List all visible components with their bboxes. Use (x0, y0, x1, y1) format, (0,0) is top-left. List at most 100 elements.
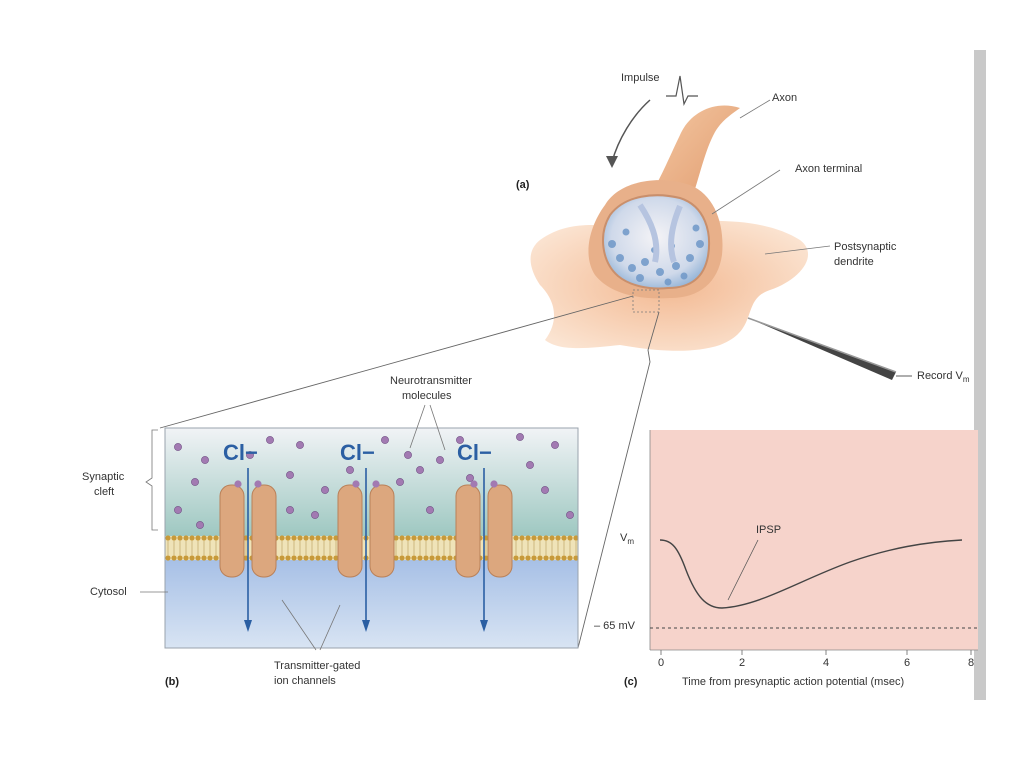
terminal-leader (711, 169, 781, 215)
ion-channel-3 (455, 468, 513, 632)
ion-flow-arrowhead (480, 620, 488, 632)
terminal-organelle-2 (668, 204, 683, 263)
baseline-label: – 65 mV (594, 620, 635, 632)
lipid-head (405, 555, 411, 561)
neurotransmitter-molecule (296, 441, 304, 449)
neurotransmitter-molecule (321, 486, 329, 494)
lipid-head (201, 535, 207, 541)
lipid-head (183, 555, 189, 561)
graph-background (650, 430, 978, 650)
cytosol-label: Cytosol (90, 586, 127, 598)
impulse-label: Impulse (621, 72, 660, 84)
x-tick-4: 4 (822, 657, 830, 669)
lipid-head (435, 555, 441, 561)
lipid-head (423, 555, 429, 561)
neurotransmitter-molecule (551, 441, 559, 449)
impulse-spike-icon (666, 75, 698, 106)
neurotransmitter-molecule (196, 521, 204, 529)
synaptic-cleft-label-line2: cleft (94, 486, 115, 498)
ion-flow-arrowhead (362, 620, 370, 632)
lipid-head (327, 555, 333, 561)
impulse-arrow (611, 99, 651, 163)
ion-channels (219, 468, 513, 632)
lipid-head (177, 555, 183, 561)
x-tick-2: 2 (738, 657, 746, 669)
lipid-head (549, 555, 555, 561)
panel-a-illustration (530, 75, 912, 380)
lipid-head (447, 555, 453, 561)
lipid-head (447, 535, 453, 541)
ion-channel-2 (337, 468, 395, 632)
lipid-head (549, 535, 555, 541)
lipid-head (429, 535, 435, 541)
lipid-head (537, 535, 543, 541)
lipid-head (411, 555, 417, 561)
bound-transmitter (490, 480, 498, 488)
lipid-head (279, 555, 285, 561)
x-axis-label: Time from presynaptic action potential (… (682, 676, 905, 688)
lipid-head (573, 555, 579, 561)
neurotransmitter-molecule (246, 451, 254, 459)
lipid-head (285, 535, 291, 541)
lipid-head (207, 535, 213, 541)
impulse-arrowhead (606, 156, 618, 168)
chloride-ion-label-2: Cl− (340, 440, 375, 465)
neurotransmitter-molecule (201, 456, 209, 464)
lipid-head (315, 555, 321, 561)
neurotransmitter-molecule (404, 451, 412, 459)
neurotransmitter-molecule (516, 433, 524, 441)
lipid-head (525, 555, 531, 561)
lipid-head (441, 535, 447, 541)
channel-subunit-right (369, 484, 395, 578)
lipid-head (291, 555, 297, 561)
lipid-head (189, 535, 195, 541)
ion-flow-arrowhead (244, 620, 252, 632)
lipid-head (327, 535, 333, 541)
channel-subunit-left (219, 484, 245, 578)
lipid-head (441, 555, 447, 561)
lipid-head (165, 555, 171, 561)
lipid-head (195, 555, 201, 561)
lipid-head (543, 555, 549, 561)
neurotransmitter-molecule (566, 511, 574, 519)
record-label: Record Vm (917, 370, 970, 385)
neurotransmitter-molecule (286, 471, 294, 479)
lipid-head (411, 535, 417, 541)
lipid-head (207, 555, 213, 561)
neurotransmitter-molecule (541, 486, 549, 494)
chloride-ion-label-1: Cl− (223, 440, 258, 465)
x-tick-0: 0 (657, 657, 665, 669)
lipid-head (393, 555, 399, 561)
panel-a-tag: (a) (516, 179, 530, 191)
bound-transmitter (372, 480, 380, 488)
neurotransmitter-molecule (266, 436, 274, 444)
postsynaptic-label-line1: Postsynaptic (834, 241, 897, 253)
lipid-head (531, 535, 537, 541)
lipid-head (399, 535, 405, 541)
neurotransmitter-molecule (416, 466, 424, 474)
lipid-head (555, 535, 561, 541)
lipid-head (297, 555, 303, 561)
lipid-head (423, 535, 429, 541)
channel-subunit-left (455, 484, 481, 578)
vm-label: Vm (620, 532, 635, 547)
lipid-head (417, 535, 423, 541)
bound-transmitter (234, 480, 242, 488)
synaptic-cleft-label-line1: Synaptic (82, 471, 125, 483)
lipid-head (279, 535, 285, 541)
lipid-head (531, 555, 537, 561)
lipid-head (561, 555, 567, 561)
panel-c-graph (649, 430, 978, 655)
lipid-head (543, 535, 549, 541)
lipid-head (303, 555, 309, 561)
lipid-head (165, 535, 171, 541)
lipid-head (399, 555, 405, 561)
lipid-head (417, 555, 423, 561)
neurotransmitter-molecule (466, 474, 474, 482)
lipid-head (393, 535, 399, 541)
neurotransmitter-molecule (311, 511, 319, 519)
gated-leader-2 (319, 604, 341, 651)
axon (650, 105, 740, 205)
axon-label: Axon (772, 92, 798, 104)
lipid-head (303, 535, 309, 541)
